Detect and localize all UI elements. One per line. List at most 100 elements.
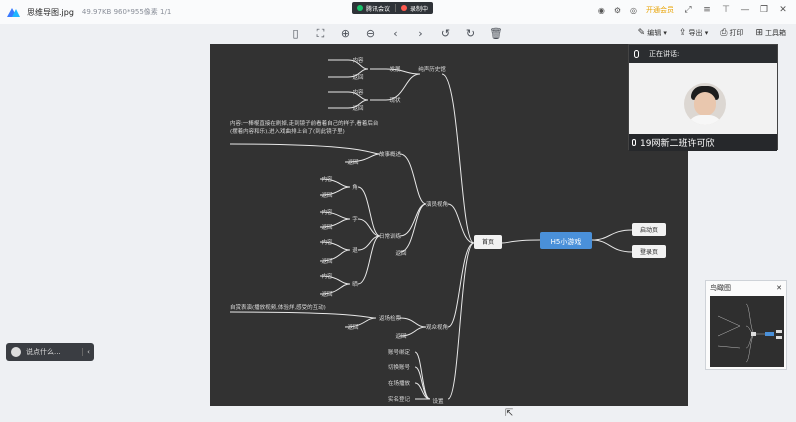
meeting-status-bar[interactable]: 腾讯会议 录制中 <box>352 2 434 14</box>
minimap-close-icon[interactable]: ✕ <box>776 283 782 292</box>
svg-text:在场播放: 在场播放 <box>388 379 411 387</box>
delete-icon[interactable]: 🗑 <box>489 27 503 40</box>
export-icon: ⇪ <box>678 28 687 38</box>
svg-text:退: 退 <box>352 246 358 254</box>
print-icon: ⎙ <box>720 28 728 38</box>
story-description: 内容:一棒棍直接在刷掉,走到镜子前看着自己的样子,看着后台(摆着内容和乐),进入… <box>230 121 379 135</box>
minimap-title: 鸟瞰图 <box>710 283 731 292</box>
title-bar: 思维导图.jpg 49.97KB 960*955像素 1/1 腾讯会议 录制中 … <box>0 0 796 24</box>
speaker-avatar <box>684 83 726 125</box>
svg-text:返回: 返回 <box>347 159 359 166</box>
recording-icon <box>401 5 408 11</box>
edit-button[interactable]: ✎编辑 ▾ <box>637 28 667 38</box>
minimap-header: 鸟瞰图 ✕ <box>706 281 786 294</box>
root-node-label: H5小游戏 <box>551 237 582 246</box>
video-call-panel[interactable]: 正在讲话: 19网新二班许可欣 <box>628 44 778 151</box>
settings-node: 设置 <box>432 397 444 405</box>
comment-placeholder: 说点什么... <box>26 348 61 356</box>
mouse-icon[interactable]: ▯ <box>292 27 299 40</box>
audience-description: 自赏表演(播放视频,体验烊,感受的互动) <box>230 305 326 311</box>
svg-text:内容: 内容 <box>321 238 333 246</box>
develop-node: 发展 <box>389 65 401 73</box>
mindmap-image: H5小游戏 启动页 登录页 首页 纯声历史馆 演员视角 观众视角 设置 发展 现… <box>229 56 666 405</box>
pin-icon[interactable]: ⊤ <box>722 5 730 15</box>
audience-back-node: 返回 <box>395 333 407 340</box>
file-name: 思维导图.jpg <box>27 7 74 17</box>
svg-text:返回: 返回 <box>347 324 359 331</box>
audience-view-node: 观众视角 <box>426 323 448 331</box>
avatar-icon[interactable]: ◉ <box>597 5 605 15</box>
rotate-right-icon[interactable]: ↻ <box>465 27 476 40</box>
speaking-header: 正在讲话: <box>629 45 777 63</box>
actor-back-node: 返回 <box>395 250 407 257</box>
svg-text:字: 字 <box>352 215 358 223</box>
toolbox-button[interactable]: ⊞工具箱 <box>755 28 786 38</box>
skin-icon[interactable]: ◎ <box>630 5 637 15</box>
svg-text:内容: 内容 <box>321 272 333 280</box>
svg-text:晒: 晒 <box>352 281 358 288</box>
minimap-view[interactable] <box>710 296 784 367</box>
fullscreen-icon[interactable]: ⤢ <box>684 5 692 15</box>
svg-text:返回: 返回 <box>321 192 333 199</box>
story-node: 故事概述 <box>379 150 402 158</box>
window-controls: ◉ ⚙ ◎ 开通会员 ⤢ ≡ ⊤ — ❐ ✕ <box>598 5 788 15</box>
start-page-node: 启动页 <box>640 226 658 234</box>
recording-label: 录制中 <box>410 5 429 13</box>
speaker-name-bar: 19网新二班许可欣 <box>629 134 777 151</box>
toolbox-icon: ⊞ <box>755 28 763 38</box>
svg-text:内容: 内容 <box>321 208 333 216</box>
rotate-left-icon[interactable]: ↺ <box>440 27 451 40</box>
edit-icon: ✎ <box>637 28 646 38</box>
app-logo-icon <box>7 6 21 18</box>
fit-icon[interactable]: ⛶ <box>316 27 325 40</box>
meeting-icon <box>357 5 363 11</box>
zoom-in-icon[interactable]: ⊕ <box>340 27 351 40</box>
zoom-out-icon[interactable]: ⊖ <box>365 27 376 40</box>
view-tools: ▯ ⛶ ⊕ ⊖ ‹ › ↺ ↻ 🗑 <box>289 27 503 40</box>
status-node: 现状 <box>389 96 401 104</box>
svg-text:实名登记: 实名登记 <box>388 395 411 403</box>
mouse-cursor-icon: ⇱ <box>505 408 514 419</box>
emoji-icon[interactable] <box>11 347 21 357</box>
minimize-icon[interactable]: — <box>740 5 750 15</box>
image-canvas[interactable]: H5小游戏 启动页 登录页 首页 纯声历史馆 演员视角 观众视角 设置 发展 现… <box>210 44 688 406</box>
prev-icon[interactable]: ‹ <box>393 27 398 40</box>
history-hall-node: 纯声历史馆 <box>418 65 446 73</box>
svg-text:角: 角 <box>352 183 358 191</box>
right-tools: ✎编辑 ▾ ⇪导出 ▾ ⎙打印 ⊞工具箱 <box>638 28 786 38</box>
svg-text:返回: 返回 <box>321 224 333 231</box>
root-node <box>540 232 592 249</box>
print-button[interactable]: ⎙打印 <box>720 28 744 38</box>
file-meta: 49.97KB 960*955像素 1/1 <box>81 8 172 16</box>
minimap-panel[interactable]: 鸟瞰图 ✕ <box>705 280 787 370</box>
speaker-mic-icon <box>632 139 636 146</box>
maximize-icon[interactable]: ❐ <box>759 5 769 15</box>
meeting-app-label: 腾讯会议 <box>366 5 391 13</box>
vip-button[interactable]: 开通会员 <box>646 6 674 14</box>
video-feed <box>629 63 777 134</box>
svg-text:切换账号: 切换账号 <box>388 363 411 371</box>
ticket-check-node: 返场检票 <box>379 314 402 322</box>
svg-text:返回: 返回 <box>352 74 364 81</box>
svg-text:返回: 返回 <box>321 291 333 298</box>
svg-text:内容: 内容 <box>352 88 364 96</box>
svg-text:账号绑定: 账号绑定 <box>388 348 411 356</box>
mic-icon <box>634 50 639 58</box>
settings-icon[interactable]: ⚙ <box>613 5 622 15</box>
toolbar: ▯ ⛶ ⊕ ⊖ ‹ › ↺ ↻ 🗑 ✎编辑 ▾ ⇪导出 ▾ ⎙打印 ⊞工具箱 <box>0 24 796 44</box>
svg-text:内容: 内容 <box>352 56 364 64</box>
close-icon[interactable]: ✕ <box>779 5 787 15</box>
svg-text:返回: 返回 <box>352 105 364 112</box>
daily-training-node: 日常训练 <box>379 232 402 240</box>
next-icon[interactable]: › <box>418 27 423 40</box>
menu-icon[interactable]: ≡ <box>703 5 711 15</box>
speaker-name: 19网新二班许可欣 <box>640 139 715 149</box>
comment-input[interactable]: 说点什么... ‹ <box>6 343 94 361</box>
actor-view-node: 演员视角 <box>426 200 448 208</box>
login-page-node: 登录页 <box>640 248 658 256</box>
export-button[interactable]: ⇪导出 ▾ <box>678 28 709 38</box>
speaking-label: 正在讲话: <box>649 50 680 58</box>
collapse-arrow-icon[interactable]: ‹ <box>82 348 94 356</box>
svg-text:内容: 内容 <box>321 175 333 183</box>
